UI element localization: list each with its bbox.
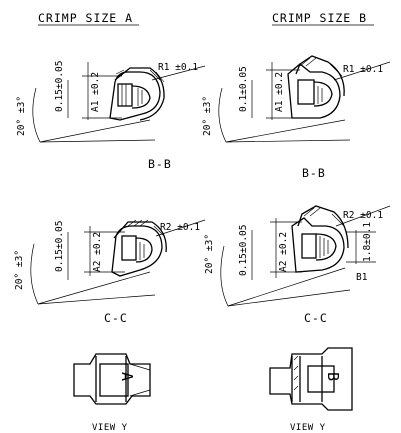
angle-label: 20° ±3° — [14, 250, 25, 290]
terminal-outline — [269, 347, 353, 411]
radius-label: R2 ±0.1 — [160, 222, 200, 233]
terminal-outline — [287, 63, 341, 119]
section-label: C-C — [104, 311, 128, 325]
header-crimp-a: CRIMP SIZE A — [38, 11, 133, 25]
terminal-outline — [291, 217, 345, 273]
view-y-b: B VIEW Y — [269, 347, 353, 433]
angle-label: 20° ±3° — [16, 96, 27, 136]
radius-label: R1 ±0.1 — [343, 64, 383, 75]
view-letter: A — [118, 372, 136, 382]
section-label: C-C — [304, 311, 328, 325]
section-b-mid: 20° ±3° 0.15±0.05 A2 ±0.2 R2 ±0.1 1.8±0.… — [204, 205, 391, 325]
view-letter: B — [324, 372, 342, 382]
section-a-mid: 20° ±3° 0.15±0.05 A2 ±0.2 R2 ±0.1 C-C — [14, 219, 206, 325]
terminal-outline — [109, 71, 161, 121]
thickness-label: 0.15±0.05 — [54, 61, 65, 112]
view-y-a: A VIEW Y — [73, 353, 151, 433]
header-crimp-b: CRIMP SIZE B — [272, 11, 367, 25]
section-label: B-B — [302, 166, 326, 180]
view-label: VIEW Y — [290, 423, 326, 433]
view-label: VIEW Y — [92, 423, 128, 433]
height-label: A1 ±0.2 — [274, 72, 285, 112]
terminal-outline — [111, 225, 163, 277]
angle-label: 20° ±3° — [204, 234, 215, 274]
thickness-label: 0.15±0.05 — [54, 221, 65, 272]
radius-label: R1 ±0.1 — [158, 62, 198, 73]
section-a-top: 20° ±3° 0.15±0.05 A1 ±0.2 R1 ±0.1 B-B — [16, 61, 206, 171]
height-label: A2 ±0.2 — [92, 232, 103, 272]
height-label: A2 ±0.2 — [278, 232, 289, 272]
radius-label: R2 ±0.1 — [343, 210, 383, 221]
width-label: 1.8±0.1 — [362, 222, 373, 262]
section-label: B-B — [148, 157, 172, 171]
thickness-label: 0.15±0.05 — [238, 225, 249, 276]
terminal-outline — [73, 353, 151, 405]
section-b-top: 20° ±3° 0.1±0.05 A1 ±0.2 R1 ±0.1 B-B — [202, 55, 391, 180]
angle-label: 20° ±3° — [202, 96, 213, 136]
height-label: A1 ±0.2 — [90, 72, 101, 112]
angle-arc — [32, 87, 41, 143]
note-label: B1 — [356, 272, 368, 283]
thickness-label: 0.1±0.05 — [238, 66, 249, 112]
